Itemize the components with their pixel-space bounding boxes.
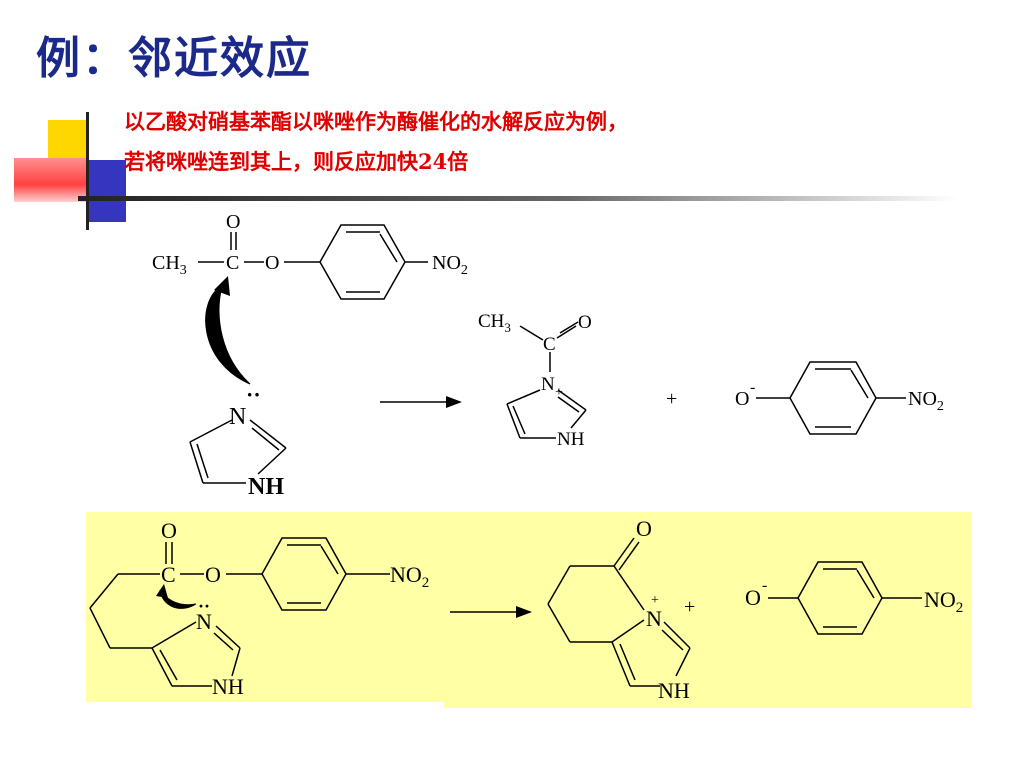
r2-reactant-o-link: O bbox=[205, 562, 221, 587]
reaction1-ester bbox=[198, 224, 428, 300]
r1-curved-arrow-head bbox=[214, 276, 230, 296]
r1-phenoxide-no2: NO2 bbox=[908, 388, 944, 414]
r2-curved-arrow-head bbox=[156, 584, 168, 598]
highlight-box-right bbox=[444, 512, 972, 708]
subtitle-line-2: 若将咪唑连到其上，则反应加快24倍 bbox=[124, 149, 469, 174]
r2-phenoxide-o: O bbox=[745, 585, 761, 610]
r1-imidazole-n: N bbox=[229, 404, 246, 430]
r1-ester-o-link: O bbox=[265, 252, 279, 274]
r1-product-ch3: CH3 bbox=[478, 311, 511, 335]
reaction2-reactant bbox=[89, 537, 390, 687]
slide-title: 例：邻近效应 bbox=[36, 33, 312, 84]
r1-product-c: C bbox=[543, 334, 556, 355]
highlight-box-left bbox=[86, 512, 444, 702]
r2-reactant-n: N bbox=[196, 609, 212, 634]
r1-ester-o-top: O bbox=[226, 211, 240, 233]
r1-phenoxide-o: O bbox=[735, 388, 749, 410]
r1-imidazole-nh: NH bbox=[248, 474, 284, 500]
r2-product-nh: NH bbox=[658, 678, 690, 703]
deco-blue-square bbox=[88, 160, 126, 222]
r1-product-o: O bbox=[578, 312, 592, 333]
deco-yellow-square bbox=[48, 120, 88, 164]
r2-reactant-no2: NO2 bbox=[390, 562, 429, 591]
r1-imidazole-lone-pair: ·· bbox=[246, 382, 261, 407]
r1-product-charge: + bbox=[555, 385, 563, 400]
deco-vertical-line bbox=[86, 112, 89, 230]
r2-product-o: O bbox=[636, 516, 652, 541]
r1-reaction-arrow bbox=[380, 396, 462, 408]
r2-phenoxide-charge: - bbox=[762, 577, 767, 594]
reaction1-imidazole bbox=[189, 419, 287, 484]
r1-curved-arrow bbox=[205, 285, 251, 385]
r2-reactant-lone-pair: ·· bbox=[198, 596, 210, 616]
r1-ester-ch3: CH3 bbox=[152, 252, 187, 278]
r1-plus: + bbox=[666, 388, 677, 410]
r2-phenoxide-no2: NO2 bbox=[924, 587, 963, 616]
reaction1-phenoxide bbox=[756, 361, 906, 435]
r2-product-charge: + bbox=[651, 593, 659, 608]
r1-ester-no2: NO2 bbox=[432, 252, 468, 278]
r2-reactant-nh: NH bbox=[212, 674, 244, 699]
r1-ester-c: C bbox=[226, 252, 239, 274]
r2-reactant-o-top: O bbox=[161, 518, 177, 543]
reaction2-bicyclic-product bbox=[547, 537, 691, 687]
r1-phenoxide-charge: - bbox=[750, 379, 755, 396]
r2-product-n: N bbox=[646, 606, 662, 631]
deco-red-gradient bbox=[14, 158, 88, 202]
reaction2-phenoxide bbox=[768, 561, 922, 635]
subtitle-line-1: 以乙酸对硝基苯酯以咪唑作为酶催化的水解反应为例， bbox=[124, 109, 628, 134]
r2-plus: + bbox=[684, 596, 695, 618]
r2-reactant-c: C bbox=[161, 562, 176, 587]
reaction1-acyl-imidazolium bbox=[506, 321, 587, 439]
r1-product-n: N bbox=[541, 374, 555, 395]
r2-reaction-arrow bbox=[450, 606, 532, 618]
r1-product-nh: NH bbox=[557, 429, 585, 450]
deco-horizontal-rule bbox=[78, 196, 958, 201]
